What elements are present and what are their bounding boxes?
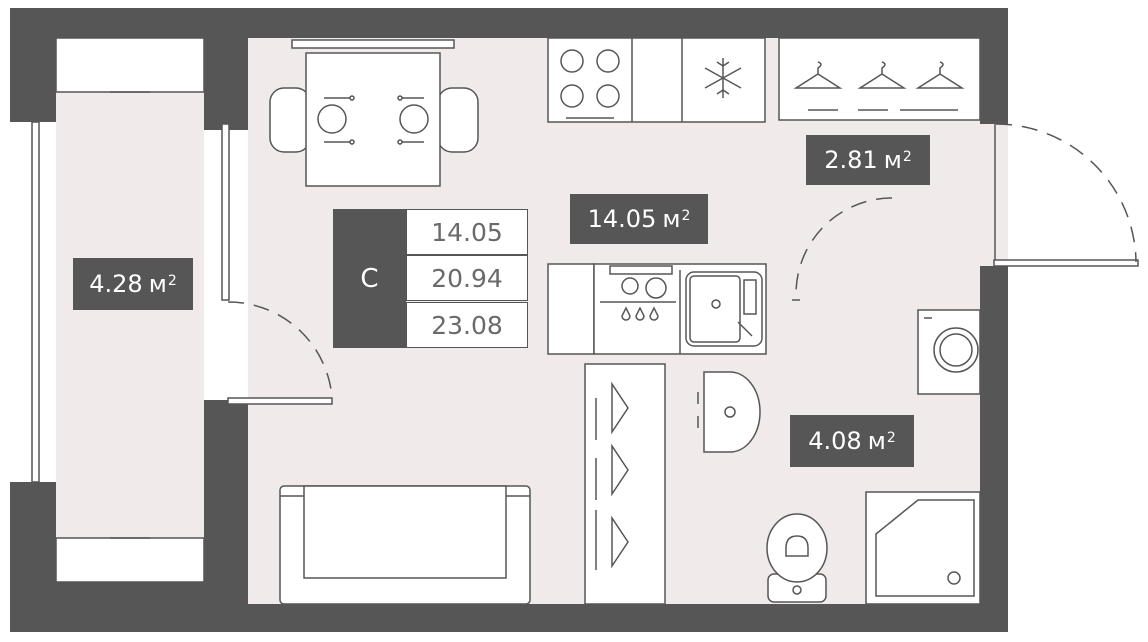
kitchen-upper: [547, 37, 766, 123]
hanger-icon: [793, 61, 965, 89]
legend-code: С: [333, 209, 406, 348]
hallway-area-power: 2: [902, 149, 912, 165]
dining-table-icon: [269, 39, 479, 187]
balcony-area-unit: м: [148, 270, 167, 298]
stove-icon: [600, 277, 676, 321]
bathroom-door: [792, 197, 893, 301]
hallway-area-unit: м: [883, 146, 902, 174]
legend-total-area: 20.94: [406, 255, 528, 301]
toilet-icon: [766, 513, 828, 603]
washbasin-icon: [697, 371, 761, 453]
main-room-area-power: 2: [681, 208, 691, 224]
main-room-area: 14.05: [587, 205, 657, 233]
balcony-area: 4.28: [89, 270, 143, 298]
shower-tray-icon: [865, 491, 981, 605]
bathroom-area-power: 2: [886, 430, 896, 446]
main-room-area-unit: м: [662, 205, 681, 233]
area-legend: С 14.05 20.94 23.08: [333, 209, 528, 348]
balcony-glazing: [31, 91, 230, 539]
legend-living-area: 14.05: [406, 209, 528, 255]
hall-opening: [980, 124, 1008, 266]
hallway-area: 2.81: [824, 146, 878, 174]
bathroom-area-unit: м: [867, 427, 886, 455]
washing-machine-icon: [917, 309, 981, 395]
balcony-area-power: 2: [167, 273, 177, 289]
hanger-icon: [611, 381, 629, 569]
balcony-door: [227, 301, 333, 405]
legend-area-with-balcony: 23.08: [406, 302, 528, 348]
sofa-icon: [279, 485, 531, 605]
snowflake-icon: [704, 58, 742, 98]
wardrobe-room: [584, 363, 666, 605]
bathroom-area: 4.08: [808, 427, 862, 455]
balcony-wall-bottom: [10, 582, 248, 632]
entry-door: [993, 123, 1139, 267]
cooktop-icon: [560, 49, 620, 119]
sink-icon: [685, 271, 763, 347]
